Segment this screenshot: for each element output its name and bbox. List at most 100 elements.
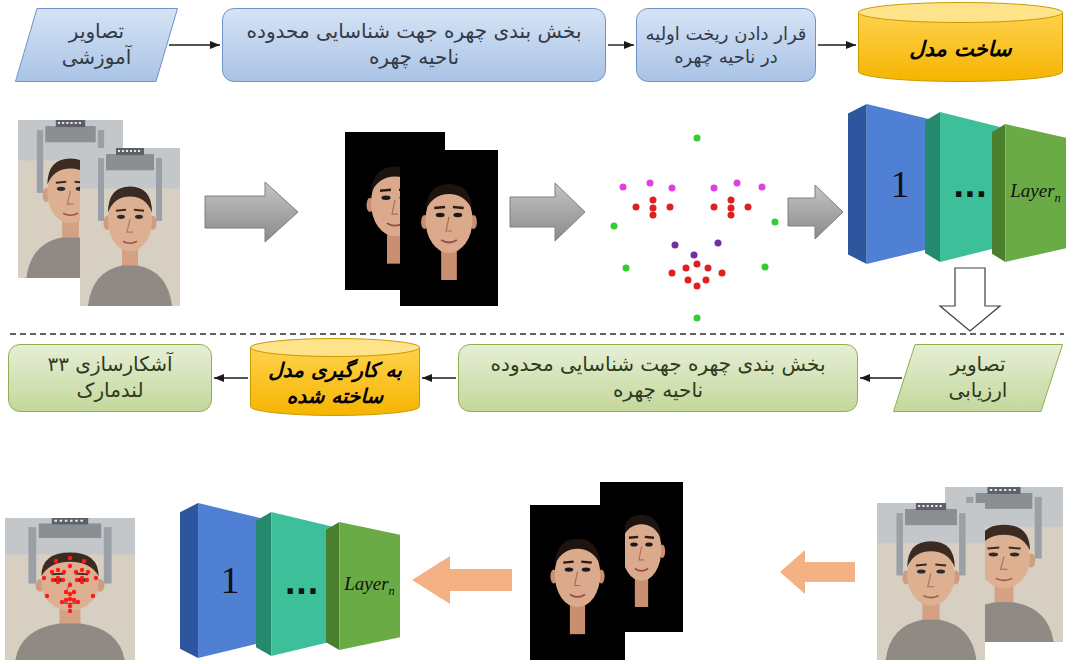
landmark-dot <box>68 604 72 608</box>
output-label: آشکارسازی ۳۳ لندمارک <box>23 352 197 403</box>
block-front <box>940 112 1000 262</box>
orange-block-arrow <box>780 550 855 594</box>
layer-block: 1 <box>180 503 262 658</box>
landmark-dot <box>45 594 49 598</box>
landmark-dot <box>85 578 89 582</box>
orange-block-arrow <box>412 556 512 604</box>
eye-point <box>633 204 640 211</box>
process-label: بخش بندی چهره جهت شناسایی محدوده ناحیه چ… <box>473 352 843 403</box>
block-side <box>326 522 339 650</box>
landmark-dot <box>42 576 46 580</box>
block-side <box>992 124 1005 262</box>
eye-point <box>728 197 735 204</box>
mouth-point <box>683 265 690 272</box>
text-group: ساخت مدل <box>868 36 1053 63</box>
text-group: آشکارسازی ۳۳ لندمارک <box>23 352 197 403</box>
landmark-dot <box>68 597 72 601</box>
model-label: به کارگیری مدل ساخته شده <box>258 358 412 409</box>
landmark-dot <box>76 600 80 604</box>
flow-arrow <box>422 377 456 378</box>
brow-point <box>620 184 627 191</box>
gray-block-arrow <box>788 185 843 239</box>
landmark-dot <box>50 570 54 574</box>
training-photo <box>80 148 180 306</box>
landmark-dot <box>68 564 72 568</box>
brow-point <box>647 180 654 187</box>
flow-arrow <box>860 377 902 378</box>
output-box: آشکارسازی ۳۳ لندمارک <box>8 344 212 412</box>
landmark-dot <box>64 590 68 594</box>
nose-point <box>691 252 698 259</box>
block-front <box>271 512 332 656</box>
text-group: بخش بندی چهره جهت شناسایی محدوده ناحیه چ… <box>473 352 843 403</box>
eye-point <box>711 204 718 211</box>
text-group: 1 <box>221 556 240 605</box>
block-front <box>867 104 933 264</box>
contour-point <box>772 219 779 226</box>
input-parallelogram: تصاویر ارزیابی <box>893 344 1063 412</box>
contour-point <box>762 264 769 271</box>
hollow-down-arrow <box>940 268 1000 331</box>
layer-label: Layer <box>1010 180 1054 201</box>
landmark-dot <box>56 580 60 584</box>
mouth-point <box>705 265 712 272</box>
text-group: تصاویر آموزشی <box>45 19 148 70</box>
layer-label: ... <box>953 169 987 204</box>
brow-point <box>669 185 676 192</box>
text-group: ... <box>284 565 318 603</box>
gray-block-arrow <box>510 183 585 241</box>
layer-block: Layern <box>992 124 1066 262</box>
layer-label: Layer <box>344 573 388 594</box>
evaluation-photo <box>877 503 985 660</box>
process-box: قرار دادن ریخت اولیه در ناحیه چهره <box>636 8 816 82</box>
text-group: Layern <box>1010 179 1061 206</box>
flow-arrow <box>818 44 856 45</box>
block-front <box>339 522 400 650</box>
gray-block-arrow <box>205 182 298 242</box>
contour-point <box>694 315 701 322</box>
process-label: بخش بندی چهره جهت شناسایی محدوده ناحیه چ… <box>237 19 591 70</box>
segmented-face <box>530 505 625 660</box>
flow-arrow <box>214 377 248 378</box>
landmark-dot <box>61 578 65 582</box>
parallelogram-outline <box>894 345 1063 412</box>
text-group: 1 <box>891 160 910 209</box>
mouth-point <box>669 270 676 277</box>
block-side <box>925 112 940 262</box>
initial-shape-points <box>611 135 779 322</box>
landmark-dot <box>86 570 90 574</box>
landmark-dot <box>72 598 76 602</box>
eye-point <box>650 197 657 204</box>
eye-point <box>745 204 752 211</box>
layer-label: n <box>1055 191 1061 205</box>
text-group: Layern <box>344 572 395 599</box>
eye-point <box>728 205 735 212</box>
landmark-photo <box>5 518 135 660</box>
eye-point <box>667 204 674 211</box>
layer-label: ... <box>284 566 318 601</box>
layer-block: ... <box>925 112 1000 262</box>
landmark-dot <box>54 559 58 563</box>
cylinder-body <box>251 347 420 415</box>
process-box: بخش بندی چهره جهت شناسایی محدوده ناحیه چ… <box>222 8 606 82</box>
nose-point <box>715 240 722 247</box>
process-label: قرار دادن ریخت اولیه در ناحیه چهره <box>645 22 807 68</box>
layer-block: 1 <box>848 104 933 264</box>
model-label: ساخت مدل <box>868 36 1053 63</box>
eye-point <box>650 212 657 219</box>
landmark-dot <box>64 598 68 602</box>
connector-group <box>169 45 902 378</box>
landmark-dot <box>72 590 76 594</box>
landmark-dot <box>68 583 72 587</box>
landmark-dot <box>68 592 72 596</box>
brow-point <box>711 185 718 192</box>
landmark-dot <box>56 576 60 580</box>
landmark-dot <box>94 576 98 580</box>
process-box: بخش بندی چهره جهت شناسایی محدوده ناحیه چ… <box>458 344 858 412</box>
input-label: تصاویر ارزیابی <box>925 352 1031 403</box>
nose-point <box>672 242 679 249</box>
block-front <box>1005 124 1066 262</box>
